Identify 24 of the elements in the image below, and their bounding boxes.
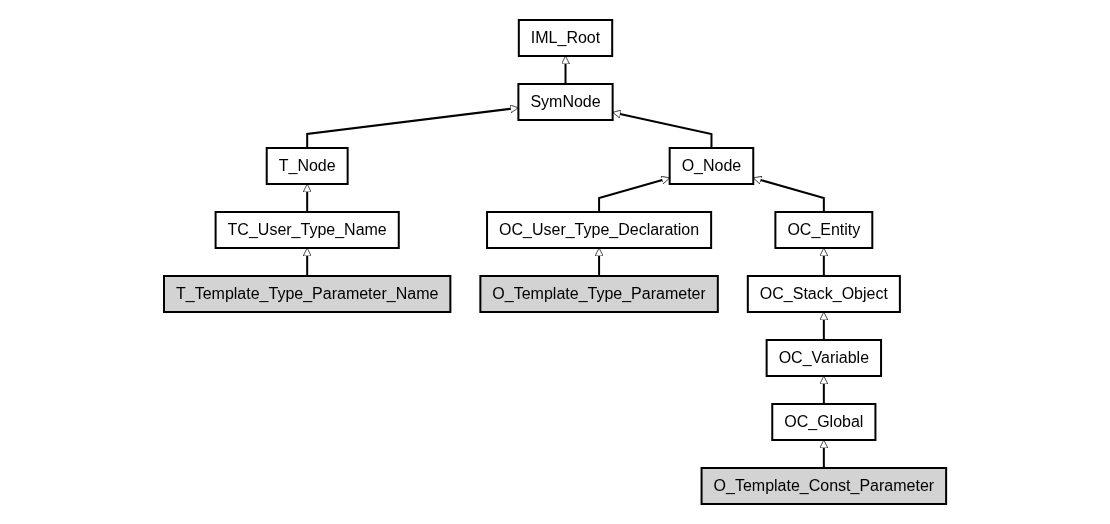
node-box: OC_Global [771,403,877,441]
node-box: O_Node [668,147,755,185]
node-box: SymNode [517,83,614,121]
node-box: T_Node [265,147,349,185]
arrow [302,247,312,277]
arrow [819,311,829,341]
arrow [612,109,713,149]
node-box: IML_Root [517,19,614,57]
arrow [819,247,829,277]
arrow [598,175,670,213]
node-box: OC_Entity [774,211,874,249]
node-box: OC_Stack_Object [746,275,901,313]
arrow [306,104,519,149]
arrow [561,55,570,85]
node-box: O_Template_Const_Parameter [700,467,948,505]
arrow [819,375,829,405]
arrow [819,439,829,469]
node-box: TC_User_Type_Name [214,211,400,249]
node-box: OC_Variable [765,339,882,377]
arrow [594,247,604,277]
arrow [302,183,312,213]
node-box: T_Template_Type_Parameter_Name [162,275,452,313]
node-box: OC_User_Type_Declaration [486,211,713,249]
node-box: O_Template_Type_Parameter [479,275,719,313]
